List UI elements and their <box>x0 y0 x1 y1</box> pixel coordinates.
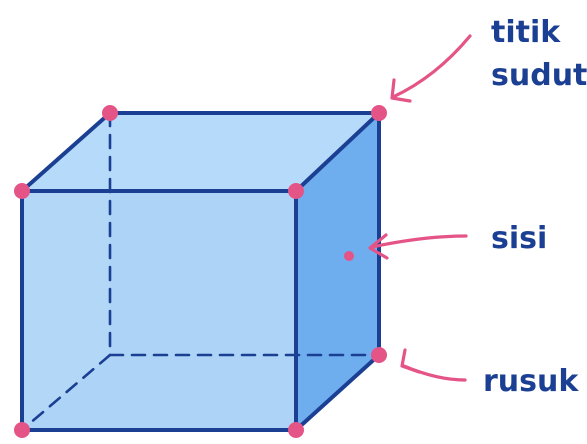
vertex-bottom-front-left <box>14 422 30 438</box>
vertex-arrow-head <box>390 78 412 103</box>
vertex-label-line1: titik <box>491 15 561 50</box>
edge-label: rusuk <box>483 364 579 399</box>
annotation-arrows <box>368 34 472 382</box>
visible-edges <box>20 111 381 432</box>
cube-right-face <box>296 113 379 430</box>
vertex-top-front-right <box>288 183 304 199</box>
cube-top-face <box>22 113 379 191</box>
vertex-top-back-right <box>371 105 387 121</box>
vertex-bottom-front-right <box>288 422 304 438</box>
cube-front-face <box>22 191 296 430</box>
edge-top-left <box>20 111 112 193</box>
edge-bottom-right <box>294 353 381 432</box>
face-arrow <box>370 234 468 249</box>
vertex-top-front-left <box>14 183 30 199</box>
vertex-bottom-back-right <box>371 347 387 363</box>
edge-arrow-head <box>400 348 421 374</box>
vertices <box>14 105 387 438</box>
vertex-arrow <box>391 34 472 99</box>
edge-arrow <box>402 364 467 382</box>
face-marker-dot <box>344 251 354 261</box>
hidden-edges <box>20 111 381 432</box>
vertex-top-back-left <box>102 105 118 121</box>
vertex-label-line2: sudut <box>491 58 587 93</box>
hidden-edge-bottom-left <box>20 353 112 432</box>
face-arrow-head <box>368 233 389 260</box>
face-label: sisi <box>491 221 547 256</box>
edge-top-right <box>294 111 381 193</box>
